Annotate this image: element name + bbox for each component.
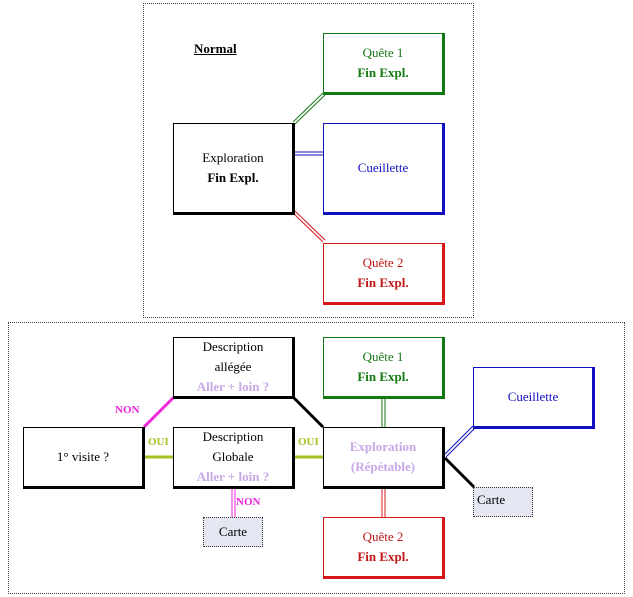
flow-quete2-line1: Quête 2: [362, 529, 404, 544]
flow-quete2-line2: Fin Expl.: [357, 549, 409, 564]
normal-frame: [143, 3, 474, 318]
desc-globale-line1: Description: [202, 429, 264, 444]
flow-cueillette-label: Cueillette: [507, 389, 559, 404]
normal-exploration-line1: Exploration: [202, 150, 264, 165]
label-oui-left: OUI: [148, 436, 169, 448]
desc-globale-box: Description Globale Aller + loin ?: [173, 427, 295, 489]
label-non-bottom: NON: [236, 496, 261, 508]
normal-exploration-line2: Fin Expl.: [207, 170, 259, 185]
flow-exploration-box: Exploration (Répétable): [323, 427, 445, 489]
carte-right: Carte: [473, 487, 533, 517]
connector-exploration-quete2-flow: [381, 488, 386, 517]
flow-quete1-line2: Fin Expl.: [357, 369, 409, 384]
flow-quete1-line1: Quête 1: [362, 349, 404, 364]
premiere-visite-label: 1° visite ?: [56, 449, 110, 464]
normal-exploration-box: Exploration Fin Expl.: [173, 123, 295, 215]
connector-exploration-quete2: [292, 210, 326, 243]
carte-left: Carte: [203, 517, 263, 547]
connector-exploration-quete1-flow: [381, 397, 386, 427]
flow-frame: [8, 322, 625, 594]
connector-exploration-carte: [443, 456, 476, 489]
normal-quete2-box: Quête 2 Fin Expl.: [323, 243, 445, 305]
normal-quete1-line1: Quête 1: [362, 45, 404, 60]
desc-allegee-line1: Description: [202, 339, 264, 354]
desc-allegee-line2: allégée: [214, 359, 252, 374]
normal-title: Normal: [194, 41, 237, 56]
connector-exploration-cueillette-flow: [443, 425, 476, 458]
flow-quete2-box: Quête 2 Fin Expl.: [323, 517, 445, 579]
normal-cueillette-box: Cueillette: [323, 123, 445, 215]
normal-quete2-line1: Quête 2: [362, 255, 404, 270]
desc-globale-line2: Globale: [212, 449, 254, 464]
connector-globale-carte: [231, 489, 236, 518]
normal-quete1-line2: Fin Expl.: [357, 65, 409, 80]
normal-cueillette-label: Cueillette: [357, 160, 409, 175]
desc-allegee-box: Description allégée Aller + loin ?: [173, 337, 295, 399]
connector-non-top: [142, 395, 176, 429]
connector-exploration-cueillette: [294, 151, 323, 156]
flow-exploration-line1: Exploration: [349, 439, 417, 454]
label-non-top: NON: [115, 404, 140, 416]
premiere-visite-box: 1° visite ?: [23, 427, 145, 489]
flow-quete1-box: Quête 1 Fin Expl.: [323, 337, 445, 399]
connector-exploration-quete1: [292, 92, 326, 125]
normal-quete2-line2: Fin Expl.: [357, 275, 409, 290]
label-oui-right: OUI: [298, 436, 319, 448]
desc-allegee-line3: Aller + loin ?: [196, 379, 270, 394]
flow-cueillette-box: Cueillette: [473, 367, 595, 429]
desc-globale-line3: Aller + loin ?: [196, 469, 270, 484]
normal-quete1-box: Quête 1 Fin Expl.: [323, 33, 445, 95]
connector-allegee-exploration: [291, 395, 325, 429]
flow-exploration-line2: (Répétable): [350, 459, 416, 474]
